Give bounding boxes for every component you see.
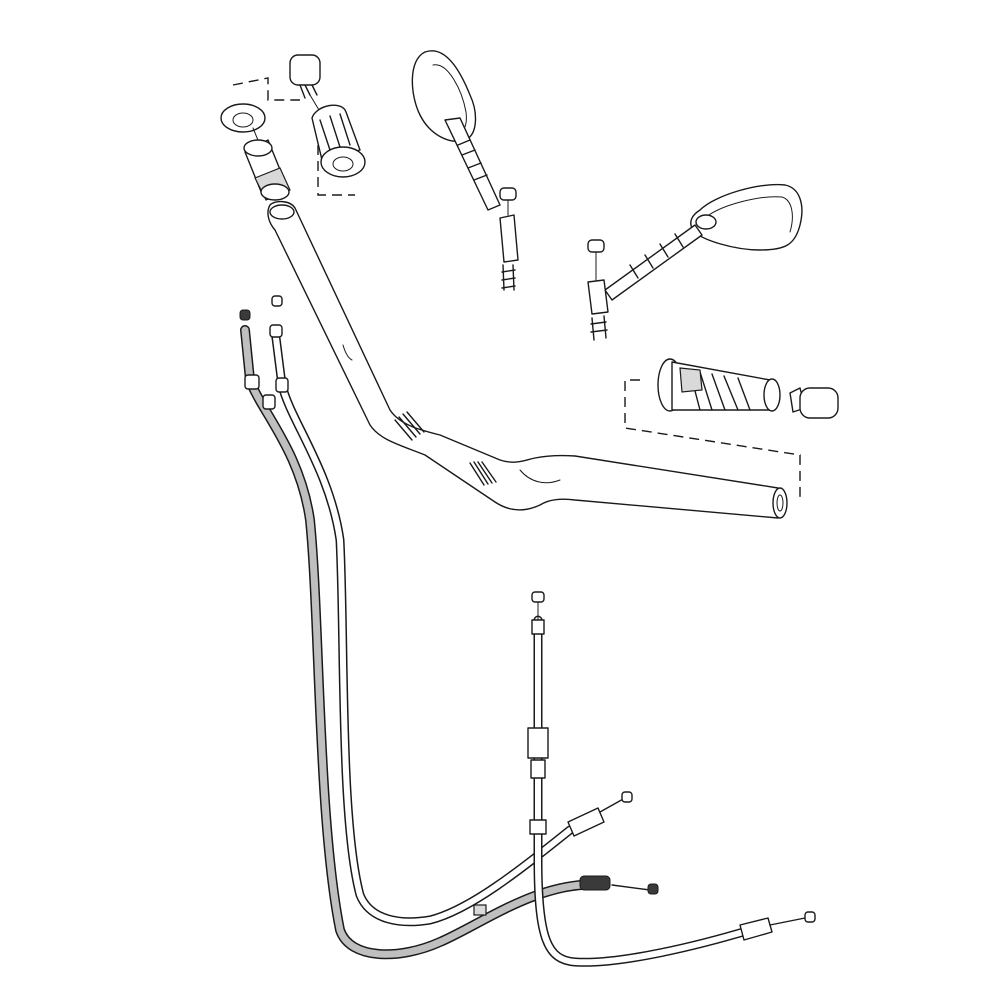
left-grip-assembly <box>220 54 366 201</box>
throttle-cable-grey <box>239 309 659 960</box>
washer-icon <box>220 103 266 133</box>
right-grip-assembly <box>624 358 839 500</box>
throttle-cable-white <box>269 295 633 927</box>
left-mirror <box>411 50 519 291</box>
clutch-cable <box>527 591 816 967</box>
handlebar <box>267 200 788 519</box>
right-mirror <box>587 183 803 341</box>
